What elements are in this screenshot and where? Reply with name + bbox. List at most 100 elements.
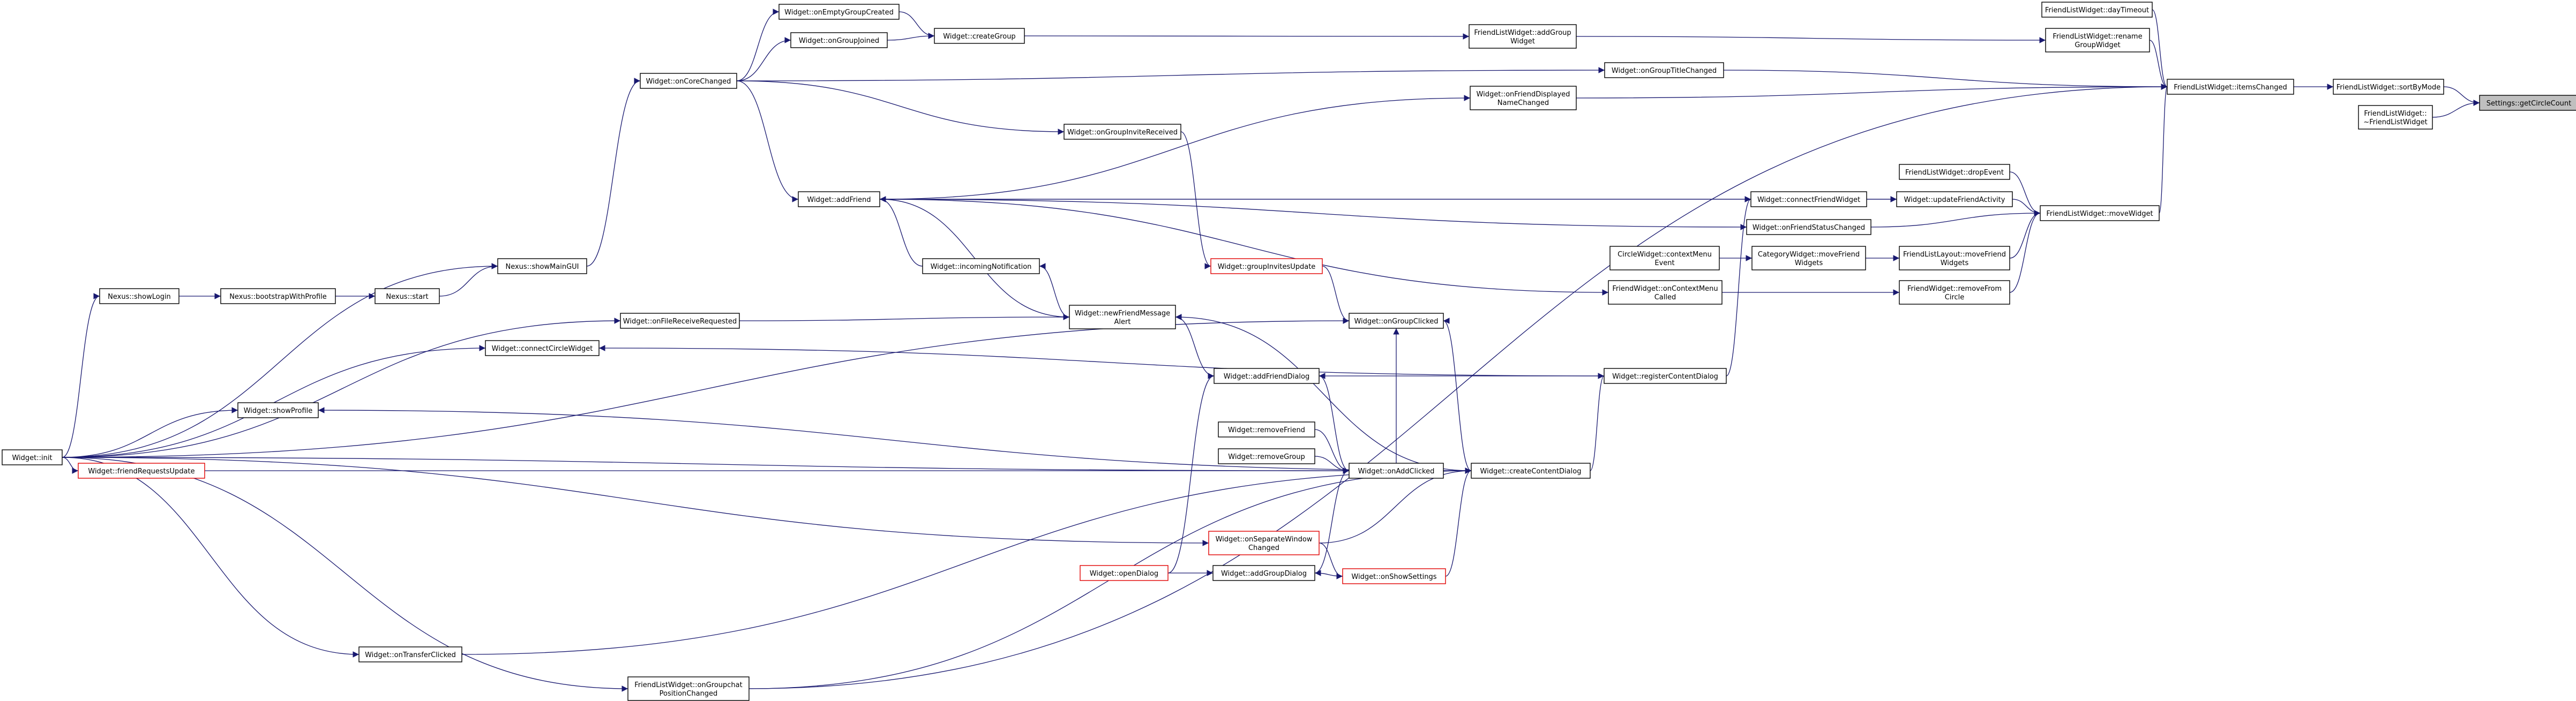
- node-box: [1469, 24, 1577, 49]
- call-edge: [2152, 9, 2168, 90]
- graph-node-sortByMode[interactable]: FriendListWidget::sortByMode: [2333, 79, 2444, 95]
- node-label: Widget::updateFriendActivity: [1904, 196, 2005, 204]
- graph-node-init[interactable]: Widget::init: [2, 449, 63, 465]
- graph-node-showProfile[interactable]: Widget::showProfile: [237, 402, 319, 418]
- node-box: [485, 340, 600, 356]
- call-edge: [318, 407, 1472, 471]
- node-box: [1470, 86, 1577, 110]
- node-label: NameChanged: [1497, 99, 1549, 107]
- node-box: [1342, 568, 1446, 584]
- graph-node-dayTimeout[interactable]: FriendListWidget::dayTimeout: [2041, 2, 2153, 18]
- graph-node-removeFriend[interactable]: Widget::removeFriend: [1218, 421, 1315, 438]
- graph-node-openDialog[interactable]: Widget::openDialog: [1080, 565, 1169, 581]
- graph-node-showMainGUI[interactable]: Nexus::showMainGUI: [497, 258, 587, 274]
- call-edge: [62, 457, 79, 474]
- node-label: Nexus::showLogin: [108, 293, 171, 301]
- call-edge: [461, 468, 1472, 655]
- graph-node-itemsChanged[interactable]: FriendListWidget::itemsChanged: [2167, 79, 2294, 95]
- call-edge: [879, 196, 1070, 318]
- call-edge: [736, 80, 1065, 135]
- graph-node-onGroupJoined[interactable]: Widget::onGroupJoined: [790, 32, 888, 48]
- graph-node-connectFriendWidget[interactable]: Widget::connectFriendWidget: [1750, 191, 1867, 207]
- graph-node-getCircleCount[interactable]: Settings::getCircleCount: [2479, 95, 2576, 111]
- call-edge: [62, 457, 1209, 546]
- graph-node-start[interactable]: Nexus::start: [375, 288, 440, 304]
- call-edge: [736, 9, 780, 81]
- graph-node-addFriendDialog[interactable]: Widget::addFriendDialog: [1214, 368, 1320, 384]
- graph-node-onAddClicked[interactable]: Widget::onAddClicked: [1349, 463, 1444, 479]
- graph-node-onTransferClicked[interactable]: Widget::onTransferClicked: [358, 646, 462, 662]
- graph-node-groupInvitesUpdate[interactable]: Widget::groupInvitesUpdate: [1210, 258, 1323, 274]
- call-edge: [1319, 542, 1343, 579]
- node-label: Widget::addFriendDialog: [1224, 373, 1309, 381]
- node-label: Widgets: [1941, 259, 1969, 267]
- graph-node-registerContentDialog[interactable]: Widget::registerContentDialog: [1604, 368, 1727, 384]
- node-box: [1608, 280, 1723, 305]
- graph-node-onGroupInviteReceived[interactable]: Widget::onGroupInviteReceived: [1064, 124, 1181, 140]
- graph-node-addFriend[interactable]: Widget::addFriend: [798, 191, 880, 207]
- graph-node-friendRequestsUpdate[interactable]: Widget::friendRequestsUpdate: [78, 463, 205, 479]
- node-label: Widget::onGroupJoined: [799, 37, 879, 45]
- node-box: [1214, 368, 1320, 384]
- call-edge: [1319, 373, 1350, 471]
- graph-node-onShowSettings[interactable]: Widget::onShowSettings: [1342, 568, 1446, 584]
- graph-node-onGroupClicked[interactable]: Widget::onGroupClicked: [1349, 313, 1444, 329]
- call-edge: [2149, 40, 2168, 90]
- call-edge: [736, 80, 799, 202]
- graph-node-addGroupDialog[interactable]: Widget::addGroupDialog: [1212, 565, 1315, 581]
- node-label: FriendListWidget::moveWidget: [2046, 210, 2153, 218]
- graph-node-onCoreChanged[interactable]: Widget::onCoreChanged: [640, 73, 737, 89]
- node-label: Widget::onGroupInviteReceived: [1067, 129, 1178, 137]
- node-box: [1208, 531, 1320, 555]
- graph-node-dtor[interactable]: FriendListWidget::~FriendListWidget: [2358, 105, 2433, 130]
- graph-node-updateFriendActivity[interactable]: Widget::updateFriendActivity: [1896, 191, 2013, 207]
- call-edge: [887, 33, 935, 41]
- graph-node-onFileReceiveRequested[interactable]: Widget::onFileReceiveRequested: [620, 313, 740, 329]
- node-label: Widget::friendRequestsUpdate: [88, 468, 194, 476]
- node-label: FriendListWidget::sortByMode: [2337, 84, 2440, 92]
- node-box: [640, 73, 737, 89]
- node-label: Widget::onGroupClicked: [1354, 318, 1438, 326]
- node-label: Called: [1654, 293, 1676, 301]
- call-edge: [1723, 70, 2168, 90]
- graph-node-createGroup[interactable]: Widget::createGroup: [934, 28, 1025, 44]
- node-box: [2, 449, 63, 465]
- call-edge: [739, 314, 1070, 321]
- node-label: Widget::onSeparateWindow: [1216, 536, 1313, 544]
- graph-node-onFriendStatusChanged[interactable]: Widget::onFriendStatusChanged: [1746, 219, 1871, 235]
- graph-node-moveWidget[interactable]: FriendListWidget::moveWidget: [2040, 205, 2160, 221]
- node-box: [78, 463, 205, 479]
- graph-node-removeGroup[interactable]: Widget::removeGroup: [1218, 448, 1315, 464]
- call-edge: [879, 199, 1609, 296]
- call-edge: [1322, 266, 1350, 324]
- graph-node-connectCircleWidget[interactable]: Widget::connectCircleWidget: [485, 340, 600, 356]
- graph-node-createContentDialog[interactable]: Widget::createContentDialog: [1471, 463, 1591, 479]
- node-box: [1746, 219, 1871, 235]
- graph-node-dropEvent[interactable]: FriendListWidget::dropEvent: [1899, 164, 2010, 180]
- graph-node-showLogin[interactable]: Nexus::showLogin: [99, 288, 179, 304]
- node-box: [2041, 2, 2153, 18]
- call-edge: [879, 196, 923, 267]
- graph-node-bootstrapWithProfile[interactable]: Nexus::bootstrapWithProfile: [220, 288, 336, 304]
- node-label: CircleWidget::contextMenu: [1618, 251, 1712, 259]
- call-edge: [898, 11, 935, 39]
- node-label: Widget::connectFriendWidget: [1757, 196, 1860, 204]
- call-edge: [1319, 468, 1472, 544]
- graph-node-onEmptyGroupCreated[interactable]: Widget::onEmptyGroupCreated: [778, 4, 900, 20]
- graph-node-incomingNotification[interactable]: Widget::incomingNotification: [922, 258, 1040, 274]
- call-edge: [1314, 429, 1350, 474]
- graph-node-onGroupTitleChanged[interactable]: Widget::onGroupTitleChanged: [1604, 62, 1724, 78]
- node-box: [1750, 191, 1867, 207]
- node-box: [2040, 205, 2160, 221]
- graph-node-onGroupchatPositionChanged[interactable]: FriendListWidget::onGroupchatPositionCha…: [627, 676, 750, 701]
